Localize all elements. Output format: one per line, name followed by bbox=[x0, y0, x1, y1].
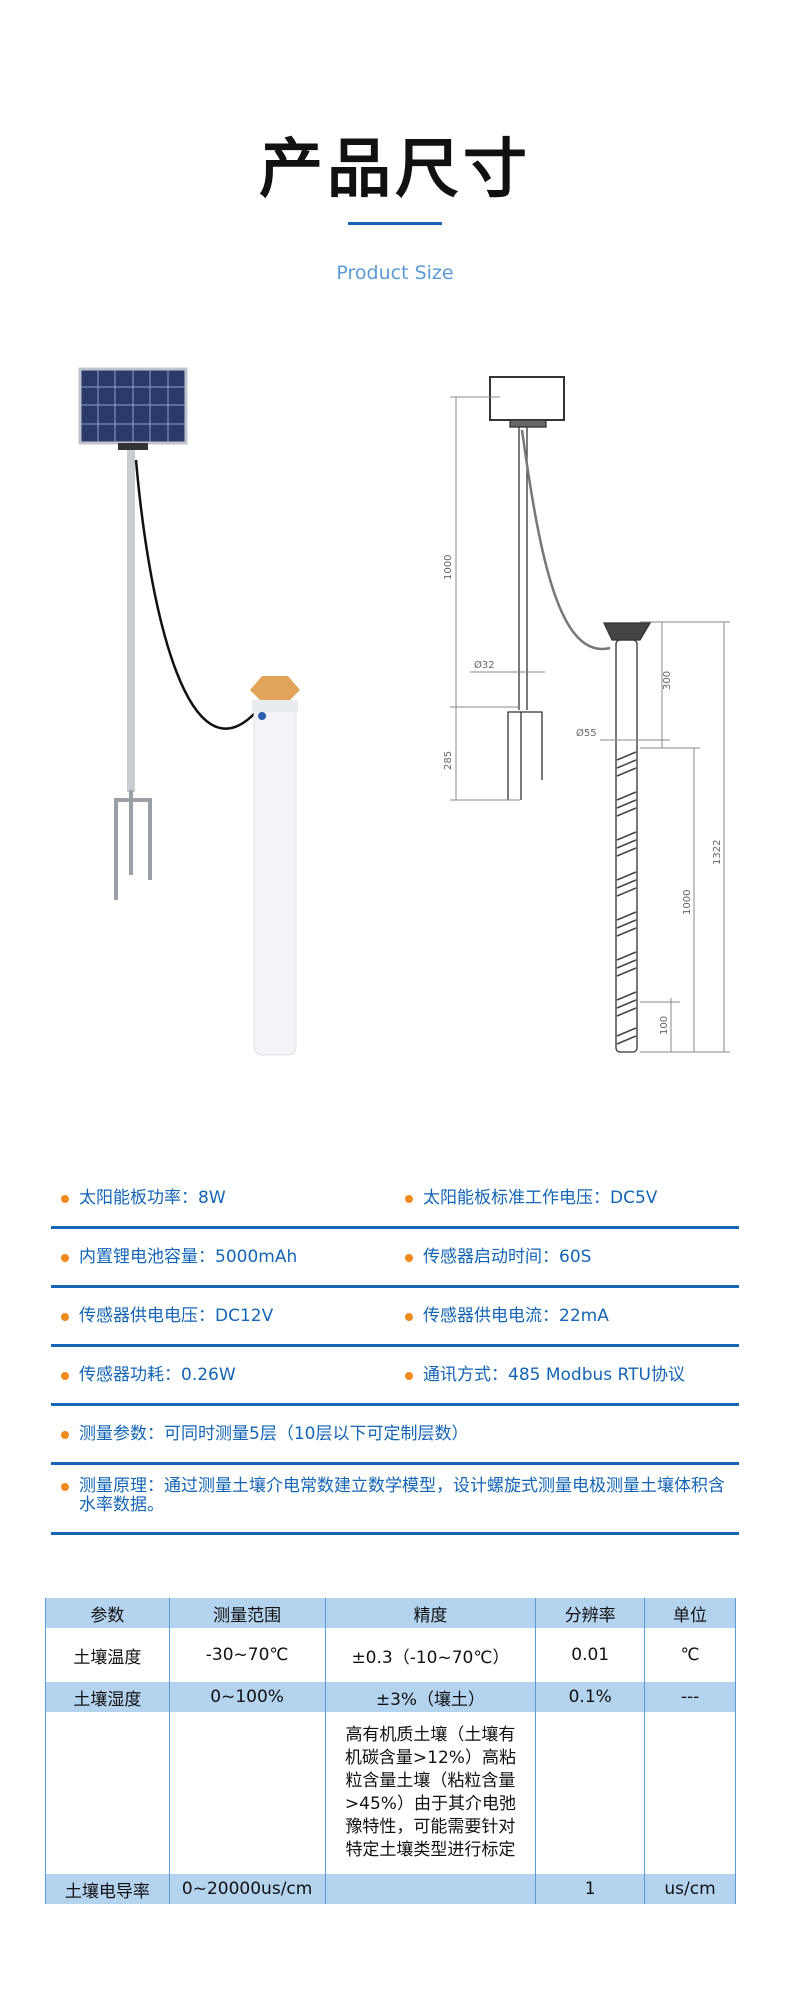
spec-table: 参数 测量范围 精度 分辨率 单位 土壤温度 -30~70℃ ±0.3（-10~… bbox=[45, 1598, 736, 1904]
spec-text: 太阳能板标准工作电压：DC5V bbox=[423, 1187, 658, 1208]
ground-fork bbox=[114, 790, 152, 900]
spec-text: 通讯方式：485 Modbus RTU协议 bbox=[423, 1364, 685, 1385]
table-cell: 土壤电导率 bbox=[45, 1874, 170, 1904]
table-cell bbox=[45, 1712, 170, 1874]
table-cell: 0.1% bbox=[535, 1682, 646, 1712]
column-header: 测量范围 bbox=[168, 1598, 326, 1628]
spec-item: 传感器功耗：0.26W bbox=[51, 1364, 395, 1385]
spec-text: 太阳能板功率：8W bbox=[79, 1187, 226, 1208]
table-cell: --- bbox=[644, 1682, 736, 1712]
spec-item: 传感器启动时间：60S bbox=[395, 1246, 739, 1267]
page-title: 产品尺寸 bbox=[259, 133, 531, 207]
bullet-icon bbox=[405, 1194, 413, 1203]
spec-item: 太阳能板标准工作电压：DC5V bbox=[395, 1187, 739, 1208]
spec-item: 测量原理：通过测量土壤介电常数建立数学模型，设计螺旋式测量电极测量土壤体积含水率… bbox=[51, 1477, 739, 1515]
table-cell: us/cm bbox=[644, 1874, 736, 1904]
dim-total-length: 1322 bbox=[712, 840, 723, 865]
table-cell: 土壤湿度 bbox=[45, 1682, 170, 1712]
column-header: 分辨率 bbox=[535, 1598, 646, 1628]
table-cell bbox=[644, 1712, 736, 1874]
table-cell bbox=[324, 1874, 537, 1904]
spec-text: 传感器供电电压：DC12V bbox=[79, 1305, 274, 1326]
pole bbox=[127, 450, 135, 792]
dim-tip-length: 100 bbox=[659, 1016, 670, 1035]
spec-item: 通讯方式：485 Modbus RTU协议 bbox=[395, 1364, 739, 1385]
dim-pole-diameter: Ø32 bbox=[474, 659, 495, 671]
bullet-icon bbox=[61, 1194, 69, 1203]
spec-item: 测量参数：可同时测量5层（10层以下可定制层数） bbox=[51, 1423, 739, 1444]
column-header: 参数 bbox=[45, 1598, 170, 1628]
table-cell: 土壤温度 bbox=[45, 1628, 170, 1682]
dim-pole-height: 1000 bbox=[443, 555, 454, 580]
title-divider bbox=[348, 222, 442, 225]
spec-item: 传感器供电电压：DC12V bbox=[51, 1305, 395, 1326]
bullet-icon bbox=[405, 1312, 413, 1321]
spec-text: 测量参数：可同时测量5层（10层以下可定制层数） bbox=[79, 1423, 469, 1444]
spec-text: 传感器功耗：0.26W bbox=[79, 1364, 236, 1385]
page-subtitle: Product Size bbox=[336, 262, 454, 284]
table-cell: 0~20000us/cm bbox=[168, 1874, 326, 1904]
spec-text: 内置锂电池容量：5000mAh bbox=[79, 1246, 298, 1267]
bullet-icon bbox=[61, 1483, 69, 1491]
spec-item: 太阳能板功率：8W bbox=[51, 1187, 395, 1208]
table-row: 高有机质土壤（土壤有机碳含量>12%）高粘粒含量土壤（粘粒含量>45%）由于其介… bbox=[45, 1712, 736, 1874]
table-cell: 1 bbox=[535, 1874, 646, 1904]
bullet-icon bbox=[405, 1371, 413, 1380]
spec-row: 太阳能板功率：8W 太阳能板标准工作电压：DC5V bbox=[51, 1170, 739, 1229]
table-cell: ±3%（壤土） bbox=[324, 1682, 537, 1712]
dim-probe-length: 1000 bbox=[682, 890, 693, 915]
table-row: 土壤电导率 0~20000us/cm 1 us/cm bbox=[45, 1874, 736, 1904]
product-illustration: 1000 Ø32 285 300 Ø55 1000 1322 100 bbox=[78, 367, 730, 1056]
spec-row: 传感器功耗：0.26W 通讯方式：485 Modbus RTU协议 bbox=[51, 1347, 739, 1406]
solar-panel bbox=[78, 367, 188, 450]
table-cell bbox=[168, 1712, 326, 1874]
spec-text: 传感器供电电流：22mA bbox=[423, 1305, 609, 1326]
bullet-icon bbox=[61, 1430, 69, 1439]
column-header: 精度 bbox=[324, 1598, 537, 1628]
dim-probe-top: 300 bbox=[662, 671, 673, 690]
table-cell: -30~70℃ bbox=[168, 1628, 326, 1682]
soil-sensor-tube bbox=[250, 676, 300, 1056]
table-cell: ±0.3（-10~70℃） bbox=[324, 1628, 537, 1682]
bullet-icon bbox=[61, 1371, 69, 1380]
table-header-row: 参数 测量范围 精度 分辨率 单位 bbox=[45, 1598, 736, 1628]
spec-row: 内置锂电池容量：5000mAh 传感器启动时间：60S bbox=[51, 1229, 739, 1288]
spec-item: 传感器供电电流：22mA bbox=[395, 1305, 739, 1326]
bullet-icon bbox=[61, 1312, 69, 1321]
spec-row: 测量原理：通过测量土壤介电常数建立数学模型，设计螺旋式测量电极测量土壤体积含水率… bbox=[51, 1465, 739, 1535]
table-row: 土壤温度 -30~70℃ ±0.3（-10~70℃） 0.01 ℃ bbox=[45, 1628, 736, 1682]
spec-item: 内置锂电池容量：5000mAh bbox=[51, 1246, 395, 1267]
bullet-icon bbox=[405, 1253, 413, 1262]
spec-row: 传感器供电电压：DC12V 传感器供电电流：22mA bbox=[51, 1288, 739, 1347]
table-cell: 0~100% bbox=[168, 1682, 326, 1712]
technical-drawing bbox=[450, 376, 730, 1053]
spec-text: 测量原理：通过测量土壤介电常数建立数学模型，设计螺旋式测量电极测量土壤体积含水率… bbox=[79, 1476, 725, 1515]
spec-row: 测量参数：可同时测量5层（10层以下可定制层数） bbox=[51, 1406, 739, 1465]
table-cell: 高有机质土壤（土壤有机碳含量>12%）高粘粒含量土壤（粘粒含量>45%）由于其介… bbox=[324, 1712, 537, 1874]
table-cell: ℃ bbox=[644, 1628, 736, 1682]
table-cell: 0.01 bbox=[535, 1628, 646, 1682]
bullet-icon bbox=[61, 1253, 69, 1262]
spec-text: 传感器启动时间：60S bbox=[423, 1246, 592, 1267]
cable bbox=[134, 459, 256, 730]
table-cell bbox=[535, 1712, 646, 1874]
dim-probe-diameter: Ø55 bbox=[576, 727, 597, 739]
dim-fork-length: 285 bbox=[443, 751, 454, 770]
table-row: 土壤湿度 0~100% ±3%（壤土） 0.1% --- bbox=[45, 1682, 736, 1712]
spec-list: 太阳能板功率：8W 太阳能板标准工作电压：DC5V 内置锂电池容量：5000mA… bbox=[51, 1170, 739, 1535]
column-header: 单位 bbox=[644, 1598, 736, 1628]
